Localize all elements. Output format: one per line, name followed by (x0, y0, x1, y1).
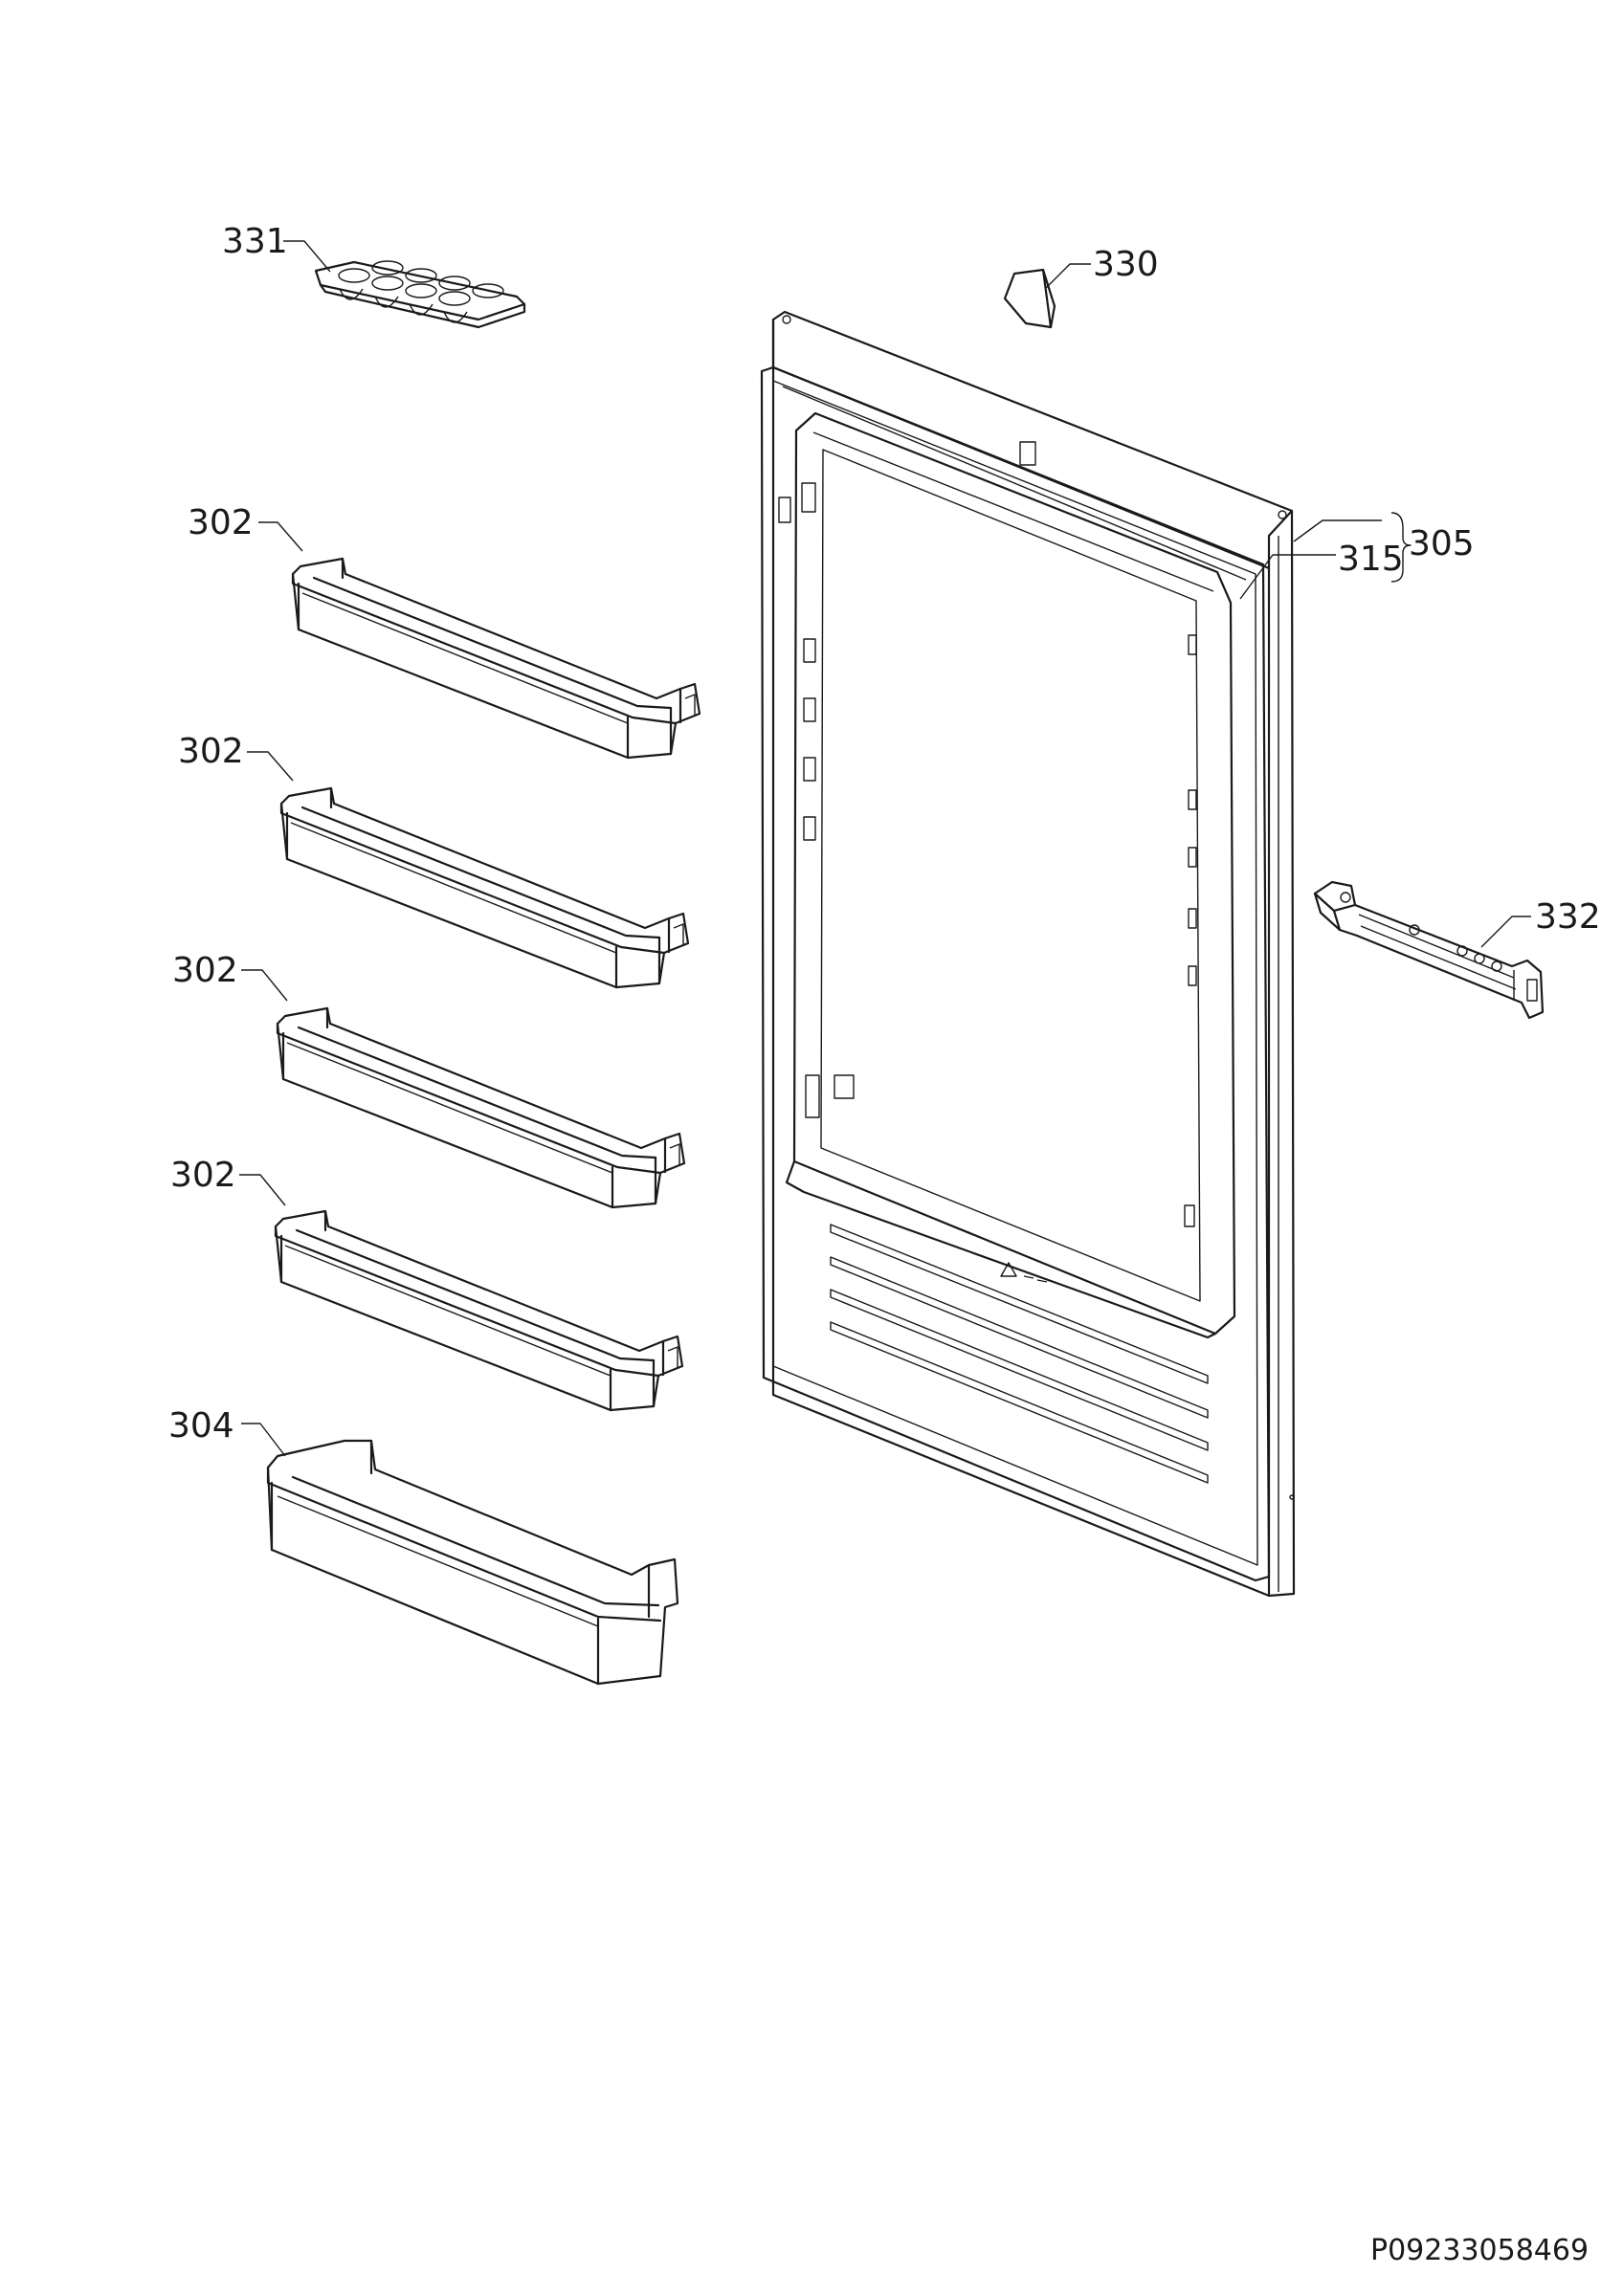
label-315: 315 (1338, 540, 1404, 579)
label-332: 332 (1535, 897, 1601, 937)
label-302-callout-1: 302 (188, 503, 303, 552)
label-305: 305 (1409, 524, 1475, 563)
door-shelf-2 (279, 786, 690, 989)
door-shelf-3 (276, 1006, 686, 1209)
label-302-1: 302 (188, 503, 254, 542)
label-302-callout-3: 302 (172, 951, 288, 1002)
label-331: 331 (222, 222, 288, 261)
door-shelf-4 (274, 1209, 684, 1412)
handle-cap (1003, 268, 1056, 329)
label-330: 330 (1093, 245, 1159, 284)
label-332-callout: 332 (1480, 897, 1601, 948)
door-hinge (1313, 880, 1545, 1020)
label-331-callout: 331 (222, 222, 331, 273)
bottle-shelf (266, 1439, 679, 1686)
label-302-2: 302 (178, 732, 244, 771)
egg-tray (314, 260, 526, 329)
label-302-callout-2: 302 (178, 732, 294, 782)
label-330-callout: 330 (1044, 245, 1159, 290)
door-shelf-1 (291, 557, 701, 760)
label-305-callout: 305 315 (1239, 512, 1475, 600)
door-assembly (760, 310, 1296, 1598)
label-304: 304 (168, 1406, 234, 1446)
drawing-code: P09233058469 (1370, 2234, 1589, 2267)
label-302-4: 302 (170, 1156, 236, 1195)
label-302-callout-4: 302 (170, 1156, 286, 1206)
label-302-3: 302 (172, 951, 238, 990)
label-304-callout: 304 (168, 1406, 286, 1457)
